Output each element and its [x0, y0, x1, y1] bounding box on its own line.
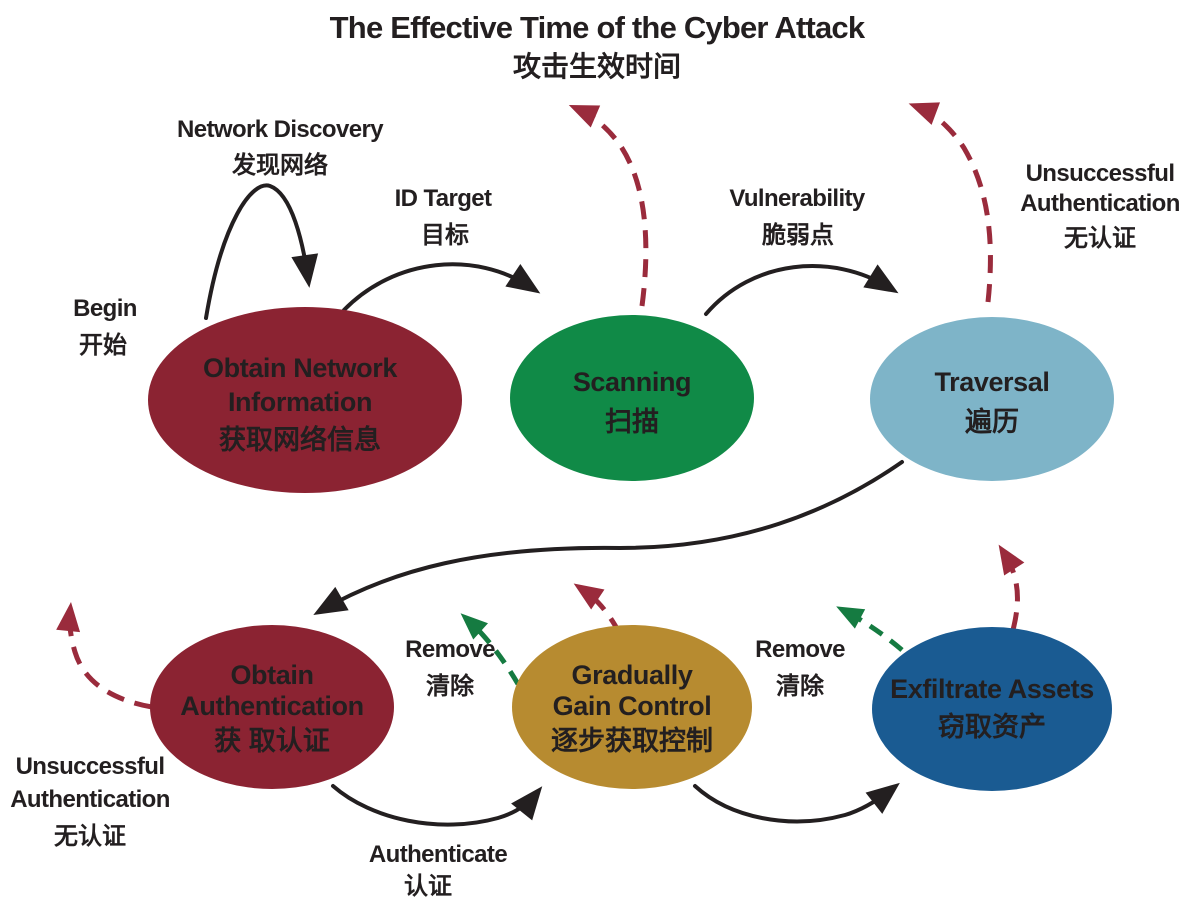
label-network-discovery-zh: 发现网络: [231, 151, 328, 179]
node-exfiltrate-assets-shape: [872, 627, 1112, 791]
label-id-target: ID Target 目标: [395, 185, 493, 249]
label-unsuccessful-auth-top-line1: Unsuccessful: [1026, 160, 1175, 187]
edge-labels: Network Discovery 发现网络 ID Target 目标 Vuln…: [10, 116, 1180, 900]
label-remove-left-zh: 清除: [426, 672, 475, 700]
dashed-arrow-remove-left: [460, 613, 521, 686]
arrow-traversal-to-obtain-authentication: [313, 460, 904, 615]
label-vulnerability-en: Vulnerability: [729, 185, 866, 212]
node-obtain-network-information-zh: 获取网络信息: [219, 424, 381, 455]
node-scanning-line1: Scanning: [573, 367, 691, 397]
node-obtain-network-information: Obtain Network Information 获取网络信息: [148, 307, 462, 493]
label-unsuccessful-auth-top-line2: Authentication: [1020, 190, 1180, 217]
node-gradually-gain-control-line2: Gain Control: [553, 691, 712, 721]
arrow-vulnerability: [704, 264, 899, 316]
label-remove-left: Remove 清除: [405, 636, 496, 700]
label-vulnerability: Vulnerability 脆弱点: [729, 185, 866, 249]
label-id-target-en: ID Target: [395, 185, 492, 212]
label-unsuccessful-authentication-bottom: Unsuccessful Authentication 无认证: [10, 753, 170, 850]
label-begin: Begin 开始: [73, 295, 137, 359]
node-traversal-line1: Traversal: [935, 367, 1050, 397]
title-zh: 攻击生效时间: [513, 50, 681, 82]
label-authenticate-zh: 认证: [404, 873, 452, 900]
dashed-arrow-traversal-unsuccessful-auth: [908, 102, 993, 303]
node-scanning-shape: [510, 315, 754, 481]
dashed-arrow-obtain-auth-unsuccessful: [56, 602, 153, 710]
node-obtain-network-information-shape: [148, 307, 462, 493]
node-obtain-authentication-zh: 获 取认证: [214, 726, 330, 756]
label-unsuccessful-auth-bottom-line1: Unsuccessful: [16, 753, 165, 780]
label-begin-zh: 开始: [79, 332, 127, 359]
label-vulnerability-zh: 脆弱点: [761, 221, 834, 249]
label-unsuccessful-authentication-top: Unsuccessful Authentication 无认证: [1020, 160, 1180, 252]
edges: [56, 102, 1025, 827]
label-remove-right-zh: 清除: [776, 672, 825, 700]
node-obtain-authentication: Obtain Authentication 获 取认证: [150, 625, 394, 789]
arrow-network-discovery-selfloop: [204, 183, 319, 320]
label-begin-en: Begin: [73, 295, 137, 322]
node-obtain-network-information-line2: Information: [228, 387, 372, 417]
node-exfiltrate-assets: Exfiltrate Assets 窃取资产: [872, 627, 1112, 791]
node-obtain-network-information-line1: Obtain Network: [203, 353, 398, 383]
arrow-gain-control-to-exfiltrate: [693, 782, 900, 824]
dashed-arrow-remove-right: [836, 606, 904, 652]
node-gradually-gain-control-line1: Gradually: [572, 660, 693, 690]
label-remove-right: Remove 清除: [755, 636, 846, 700]
label-authenticate: Authenticate 认证: [369, 841, 508, 900]
title-en: The Effective Time of the Cyber Attack: [330, 10, 866, 45]
node-obtain-authentication-shape: [150, 625, 394, 789]
node-gradually-gain-control: Gradually Gain Control 逐步获取控制: [512, 625, 752, 789]
node-gradually-gain-control-zh: 逐步获取控制: [551, 726, 713, 756]
node-exfiltrate-assets-zh: 窃取资产: [938, 711, 1046, 742]
nodes: Obtain Network Information 获取网络信息 Scanni…: [148, 307, 1114, 791]
label-unsuccessful-auth-bottom-line2: Authentication: [10, 786, 170, 813]
label-id-target-zh: 目标: [421, 222, 469, 249]
node-traversal-zh: 遍历: [965, 407, 1019, 437]
label-remove-right-en: Remove: [755, 636, 845, 663]
dashed-arrow-scanning-exit: [568, 105, 649, 307]
node-gradually-gain-control-shape: [512, 625, 752, 789]
label-remove-left-en: Remove: [405, 636, 495, 663]
arrow-authenticate: [331, 784, 543, 827]
label-network-discovery: Network Discovery 发现网络: [177, 116, 385, 179]
dashed-arrow-exfiltrate-exit: [998, 544, 1025, 631]
label-authenticate-en: Authenticate: [369, 841, 507, 868]
node-obtain-authentication-line2: Authentication: [180, 691, 363, 721]
label-unsuccessful-auth-top-zh: 无认证: [1064, 225, 1136, 252]
node-traversal-shape: [870, 317, 1114, 481]
node-traversal: Traversal 遍历: [870, 317, 1114, 481]
label-unsuccessful-auth-bottom-zh: 无认证: [54, 823, 126, 850]
diagram-title: The Effective Time of the Cyber Attack 攻…: [330, 10, 867, 82]
node-exfiltrate-assets-line1: Exfiltrate Assets: [890, 674, 1094, 704]
node-scanning: Scanning 扫描: [510, 315, 754, 481]
arrow-id-target: [342, 262, 541, 312]
node-scanning-zh: 扫描: [605, 407, 659, 437]
label-network-discovery-en: Network Discovery: [177, 116, 384, 143]
node-obtain-authentication-line1: Obtain: [230, 660, 313, 690]
